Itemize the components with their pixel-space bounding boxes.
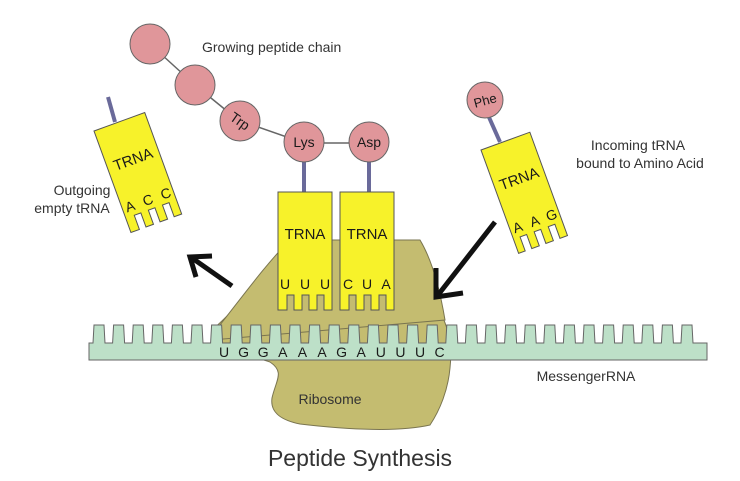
- diagram-title: Peptide Synthesis: [268, 445, 452, 471]
- svg-text:A: A: [381, 276, 391, 292]
- label-incoming-1: Incoming tRNA: [591, 137, 686, 153]
- svg-text:U: U: [320, 276, 330, 292]
- amino-acid-lys: Lys: [283, 121, 325, 163]
- mrna-base: U: [415, 344, 425, 360]
- trna-p-site: TRNA U U U: [277, 191, 333, 311]
- label-incoming-2: bound to Amino Acid: [576, 155, 704, 171]
- mrna-backbone: [88, 324, 708, 361]
- label-growing-chain: Growing peptide chain: [202, 39, 341, 55]
- mrna-base: G: [238, 344, 249, 360]
- svg-text:Lys: Lys: [293, 134, 314, 150]
- label-ribosome: Ribosome: [298, 391, 361, 407]
- arrow-outgoing: [186, 253, 234, 289]
- amino-acid-unlabeled-1: [129, 23, 171, 65]
- trna-outgoing: TRNA A C C: [93, 111, 183, 234]
- svg-text:U: U: [362, 276, 372, 292]
- mrna-base: G: [258, 344, 269, 360]
- svg-text:U: U: [300, 276, 310, 292]
- mrna-base: U: [395, 344, 405, 360]
- svg-text:G: G: [544, 205, 560, 224]
- mrna-base: G: [336, 344, 347, 360]
- label-mrna: MessengerRNA: [537, 368, 636, 384]
- trna-a-site: TRNA C U A: [339, 191, 395, 311]
- amino-acid-asp: Asp: [348, 121, 390, 163]
- trna-stems: [106, 96, 502, 192]
- amino-acid-trp: Trp: [219, 100, 261, 142]
- mrna-base: C: [435, 344, 445, 360]
- mrna-base: A: [317, 344, 327, 360]
- svg-text:TRNA: TRNA: [285, 226, 326, 243]
- svg-text:Phe: Phe: [472, 90, 498, 110]
- mrna-base: A: [278, 344, 288, 360]
- svg-text:TRNA: TRNA: [347, 226, 388, 243]
- mrna-base: A: [357, 344, 367, 360]
- label-outgoing-2: empty tRNA: [34, 200, 110, 216]
- label-outgoing-1: Outgoing: [54, 182, 111, 198]
- svg-text:U: U: [280, 276, 290, 292]
- amino-acid-unlabeled-2: [174, 64, 216, 106]
- trna-incoming: TRNA A A G: [480, 131, 569, 255]
- svg-text:Asp: Asp: [357, 134, 381, 150]
- arrow-incoming: [433, 220, 497, 300]
- mrna-base: A: [298, 344, 308, 360]
- amino-acid-phe: Phe: [466, 81, 504, 119]
- svg-text:C: C: [343, 276, 353, 292]
- mrna-base: U: [219, 344, 229, 360]
- mrna-base: U: [376, 344, 386, 360]
